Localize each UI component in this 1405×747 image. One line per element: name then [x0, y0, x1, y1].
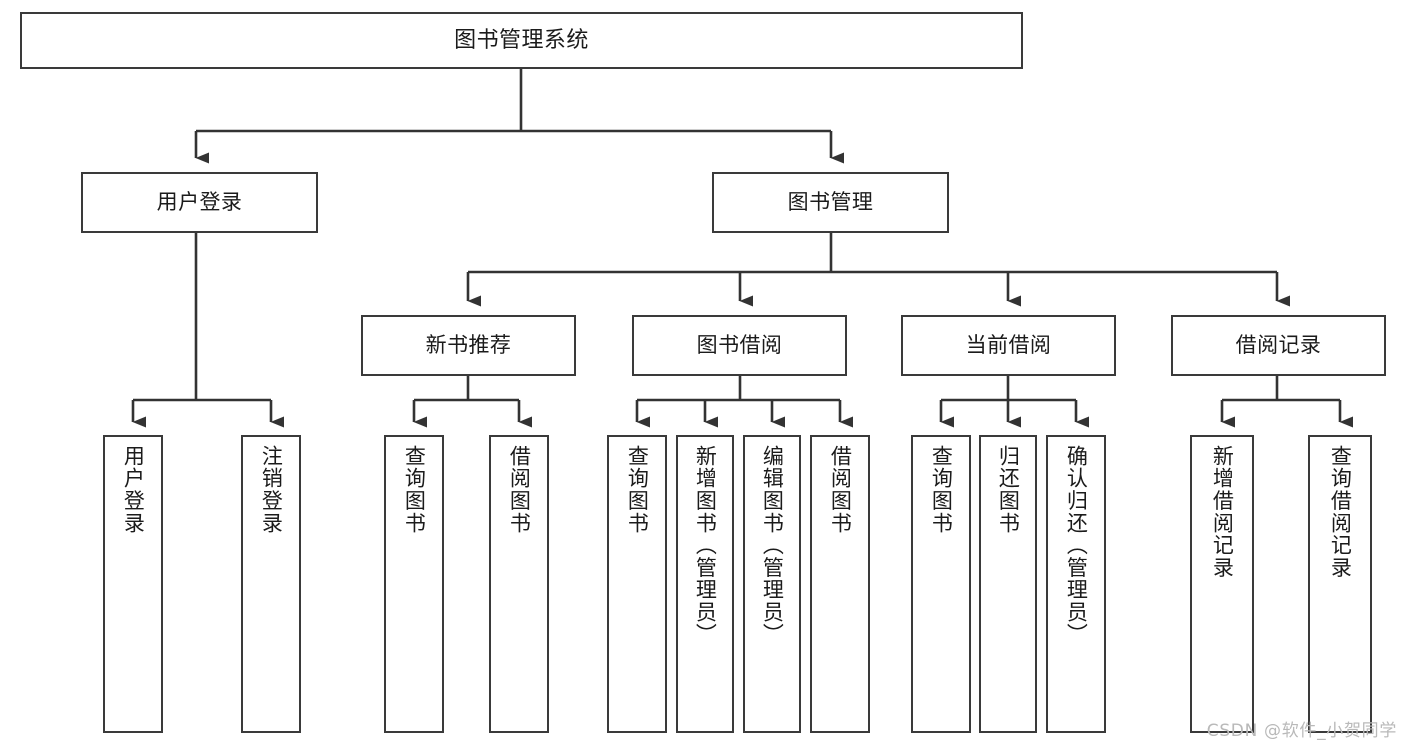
leaf-borrow-book-2[interactable]: 借阅图书	[810, 435, 870, 733]
leaf-return-book-label: 归还图书	[996, 445, 1021, 535]
node-new-book-recommend-label: 新书推荐	[425, 333, 512, 358]
leaf-query-borrow-record-label: 查询借阅记录	[1328, 445, 1353, 579]
node-book-management-label: 图书管理	[787, 190, 874, 215]
leaf-borrow-book-1[interactable]: 借阅图书	[489, 435, 549, 733]
leaf-return-book[interactable]: 归还图书	[979, 435, 1037, 733]
node-root-label: 图书管理系统	[454, 27, 589, 53]
leaf-query-book-3[interactable]: 查询图书	[911, 435, 971, 733]
leaf-user-logout[interactable]: 注销登录	[241, 435, 301, 733]
leaf-query-book-1-label: 查询图书	[402, 445, 427, 535]
leaf-add-borrow-record-label: 新增借阅记录	[1210, 445, 1235, 579]
node-book-borrow[interactable]: 图书借阅	[632, 315, 847, 376]
leaf-confirm-return-label: 确认归还（管理员）	[1064, 445, 1089, 646]
leaf-query-book-2-label: 查询图书	[625, 445, 650, 535]
leaf-borrow-book-1-label: 借阅图书	[507, 445, 532, 535]
leaf-edit-book-label: 编辑图书（管理员）	[760, 445, 785, 646]
leaf-add-book-label: 新增图书（管理员）	[693, 445, 718, 646]
node-user-login-label: 用户登录	[156, 190, 243, 215]
watermark: CSDN @软件_小贺同学	[1206, 721, 1397, 741]
node-root[interactable]: 图书管理系统	[20, 12, 1023, 69]
node-book-borrow-label: 图书借阅	[696, 333, 783, 358]
leaf-borrow-book-2-label: 借阅图书	[828, 445, 853, 535]
leaf-add-book[interactable]: 新增图书（管理员）	[676, 435, 734, 733]
leaf-user-login-label: 用户登录	[121, 445, 146, 535]
leaf-query-book-1[interactable]: 查询图书	[384, 435, 444, 733]
leaf-confirm-return[interactable]: 确认归还（管理员）	[1046, 435, 1106, 733]
leaf-edit-book[interactable]: 编辑图书（管理员）	[743, 435, 801, 733]
leaf-query-borrow-record[interactable]: 查询借阅记录	[1308, 435, 1372, 733]
leaf-query-book-3-label: 查询图书	[929, 445, 954, 535]
leaf-add-borrow-record[interactable]: 新增借阅记录	[1190, 435, 1254, 733]
leaf-query-book-2[interactable]: 查询图书	[607, 435, 667, 733]
node-borrow-records-label: 借阅记录	[1235, 333, 1322, 358]
node-user-login[interactable]: 用户登录	[81, 172, 318, 233]
leaf-user-login[interactable]: 用户登录	[103, 435, 163, 733]
node-new-book-recommend[interactable]: 新书推荐	[361, 315, 576, 376]
node-current-borrow-label: 当前借阅	[965, 333, 1052, 358]
node-borrow-records[interactable]: 借阅记录	[1171, 315, 1386, 376]
node-book-management[interactable]: 图书管理	[712, 172, 949, 233]
node-current-borrow[interactable]: 当前借阅	[901, 315, 1116, 376]
leaf-user-logout-label: 注销登录	[259, 445, 284, 535]
